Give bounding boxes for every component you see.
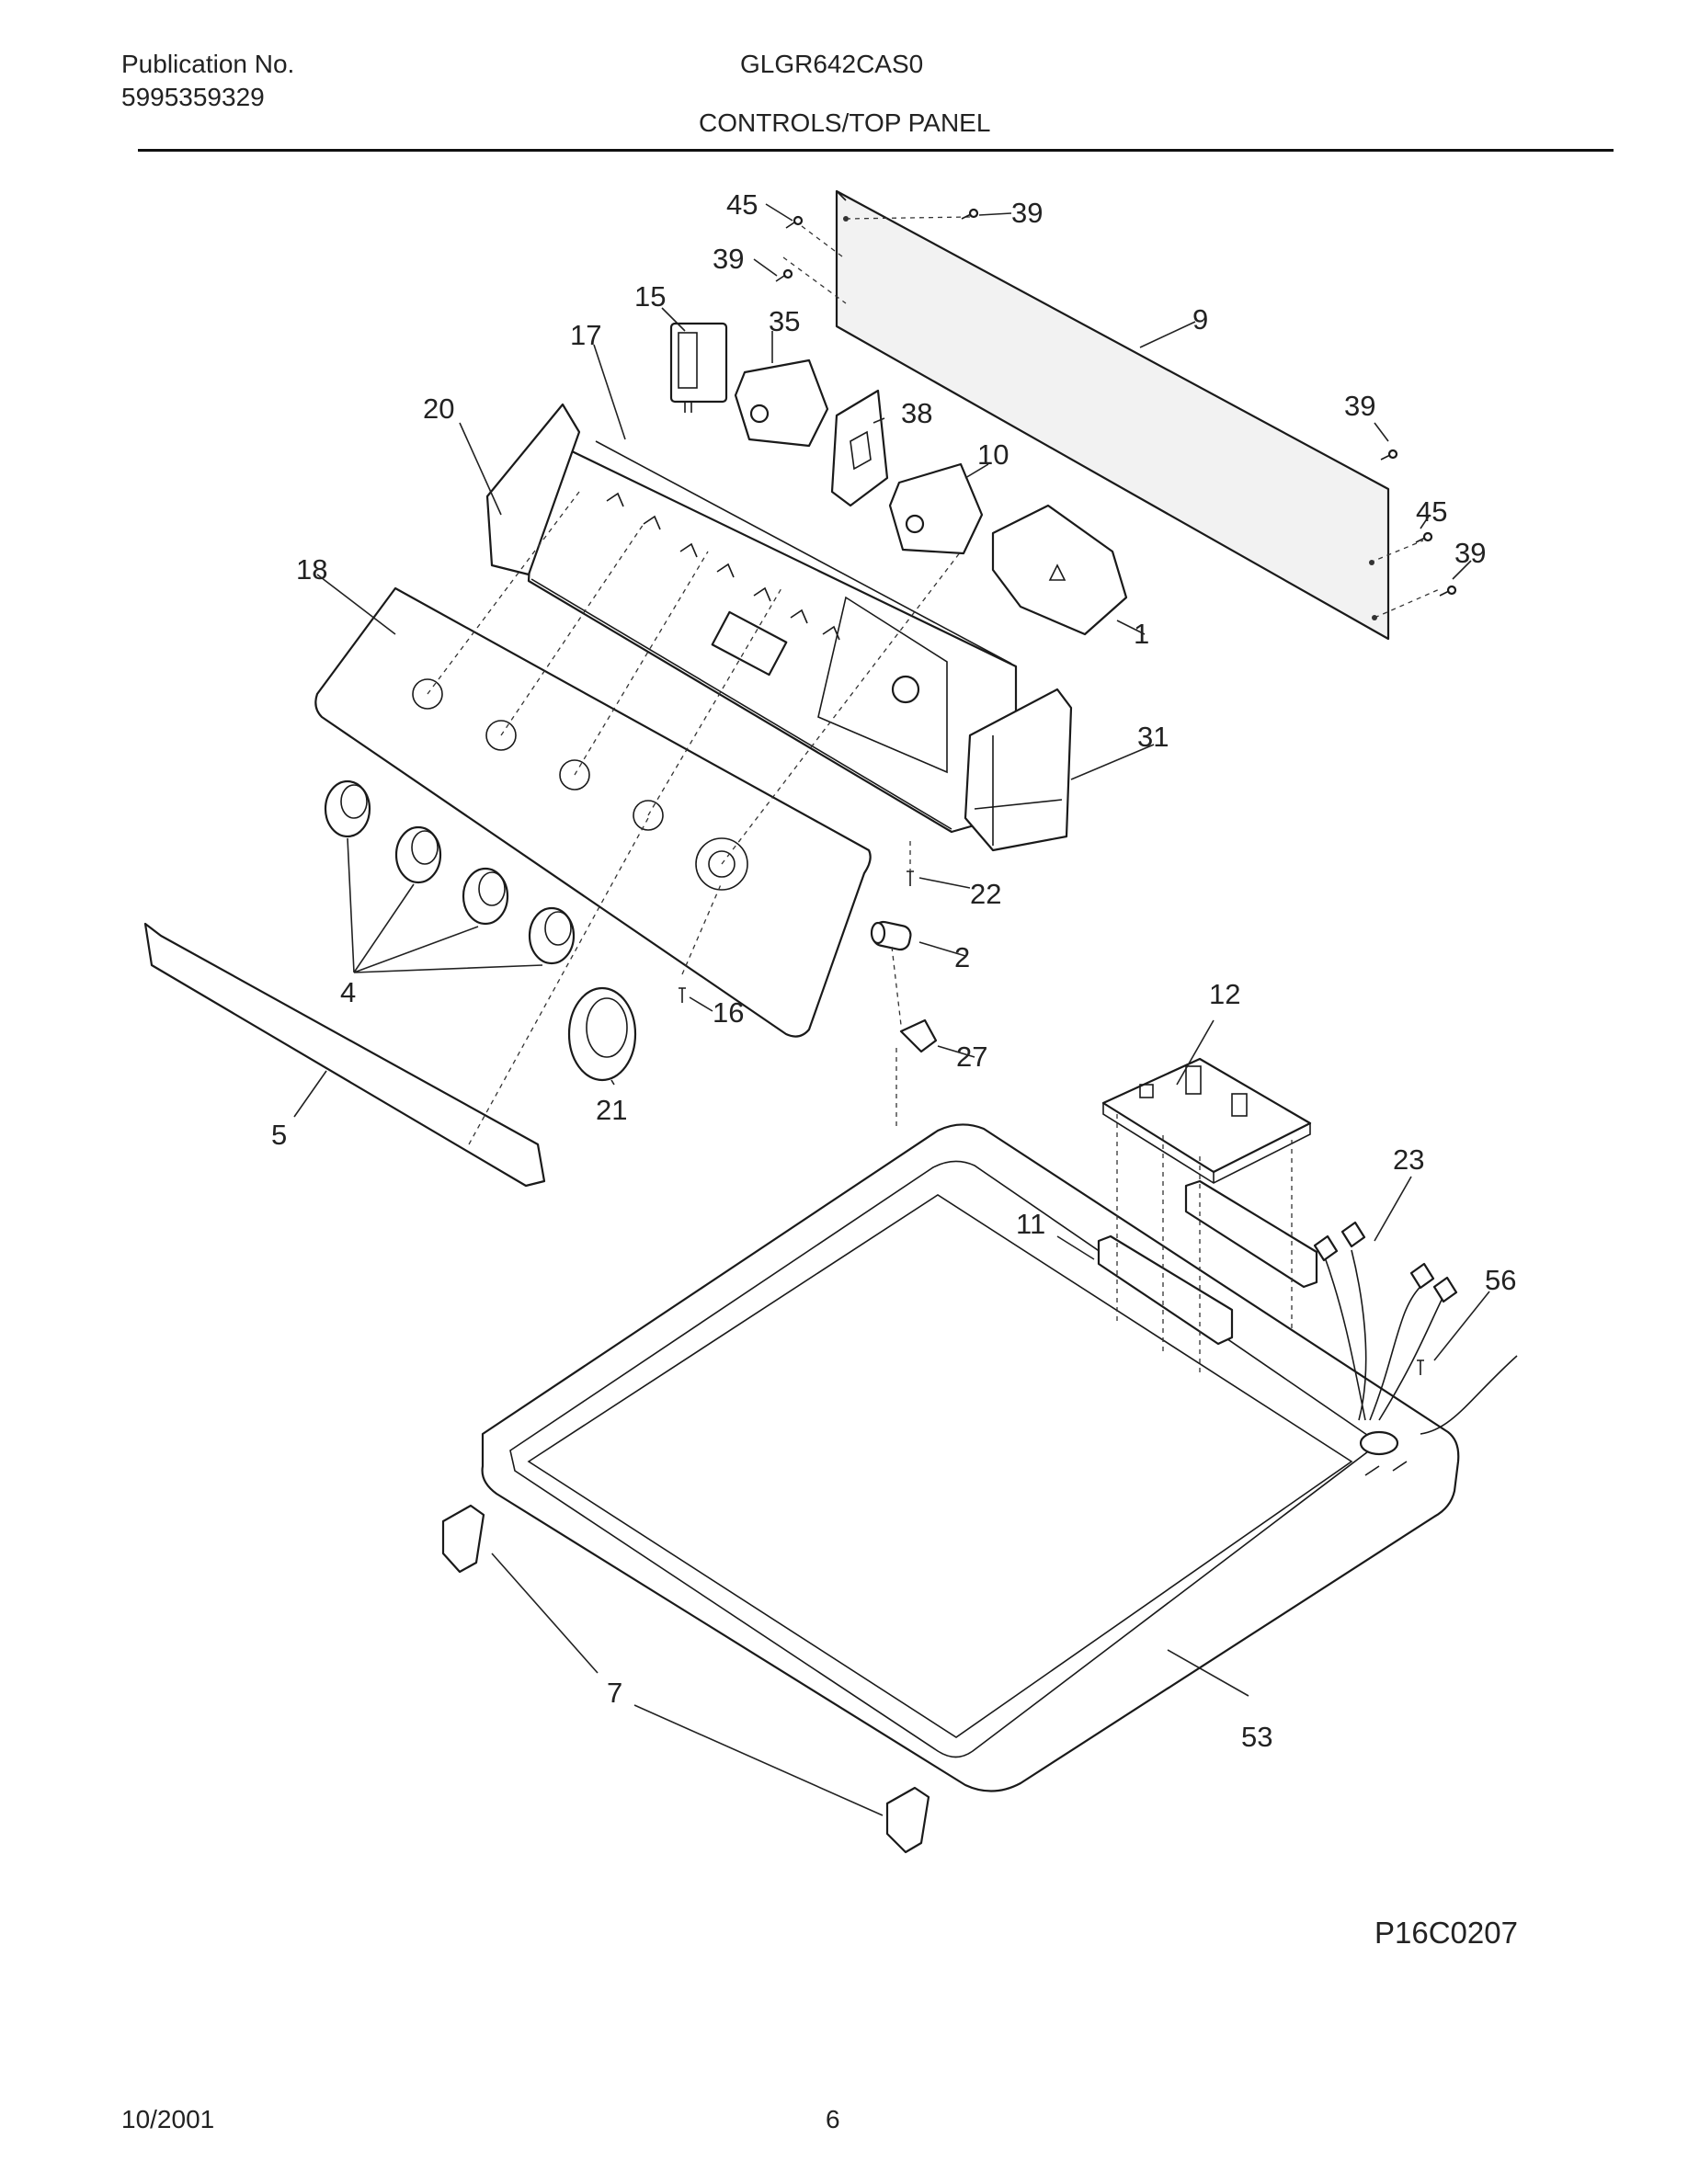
callout-4: 4 (340, 976, 356, 1008)
callout-7: 7 (607, 1677, 622, 1709)
callout-1: 1 (1134, 618, 1149, 650)
callout-39b: 39 (713, 243, 744, 275)
callout-39a: 39 (1011, 197, 1043, 229)
callout-53: 53 (1241, 1721, 1272, 1753)
callout-5: 5 (271, 1119, 287, 1151)
screw-16-part (679, 987, 686, 1003)
trim-strip-part (143, 922, 546, 1188)
timer2-part (888, 462, 984, 555)
callout-22: 22 (970, 878, 1001, 910)
screw-56-part (1417, 1359, 1424, 1375)
callout-11: 11 (1016, 1208, 1045, 1240)
knob-ring-part (567, 986, 637, 1082)
callout-12: 12 (1209, 978, 1240, 1010)
control-board-part (1101, 1057, 1312, 1184)
right-end-cap-part (964, 688, 1073, 852)
header-rule (138, 149, 1614, 152)
callout-31: 31 (1137, 721, 1169, 753)
publication-number: 5995359329 (121, 83, 265, 111)
callout-16: 16 (713, 996, 744, 1029)
publication-label: Publication No. (121, 50, 295, 78)
callout-15: 15 (634, 280, 666, 313)
overlay-panel-part (314, 586, 872, 1038)
screw-22-part (907, 870, 914, 886)
switch-part (669, 322, 728, 413)
screws-part (775, 208, 1457, 597)
callout-45b: 45 (1416, 495, 1447, 528)
callout-39c: 39 (1344, 390, 1375, 422)
left-end-cap-part (485, 403, 581, 576)
callout-2: 2 (954, 941, 970, 973)
callout-23: 23 (1393, 1143, 1424, 1176)
model-number: GLGR642CAS0 (740, 50, 924, 78)
drawing-id: P16C0207 (1374, 1916, 1518, 1950)
clip-part (899, 1018, 938, 1053)
knobs-part (324, 779, 576, 965)
callout-21: 21 (596, 1094, 627, 1126)
bracket-part (830, 389, 889, 507)
section-title: CONTROLS/TOP PANEL (699, 108, 991, 137)
callout-10: 10 (977, 438, 1009, 471)
callout-20: 20 (423, 392, 454, 425)
timer-part (734, 358, 829, 448)
hinge-bracket-part (441, 1504, 930, 1854)
top-panel-part (481, 1123, 1460, 1792)
leader-lines (293, 203, 1490, 1816)
callout-35: 35 (769, 305, 800, 337)
publication-date: 10/2001 (121, 2105, 215, 2133)
callout-39d: 39 (1454, 537, 1486, 569)
callout-9: 9 (1192, 303, 1208, 336)
bushing-part (870, 920, 912, 951)
board-bracket-part (1097, 1179, 1318, 1346)
rear-panel-part (835, 189, 1390, 641)
callout-27: 27 (956, 1041, 987, 1073)
callout-45a: 45 (726, 188, 758, 221)
callout-18: 18 (296, 553, 327, 586)
wire-harness-part (1313, 1221, 1518, 1435)
page-number: 6 (826, 2105, 840, 2133)
module-part (991, 504, 1128, 636)
callout-17: 17 (570, 319, 601, 351)
callout-38: 38 (901, 397, 932, 429)
callout-56: 56 (1485, 1264, 1516, 1296)
